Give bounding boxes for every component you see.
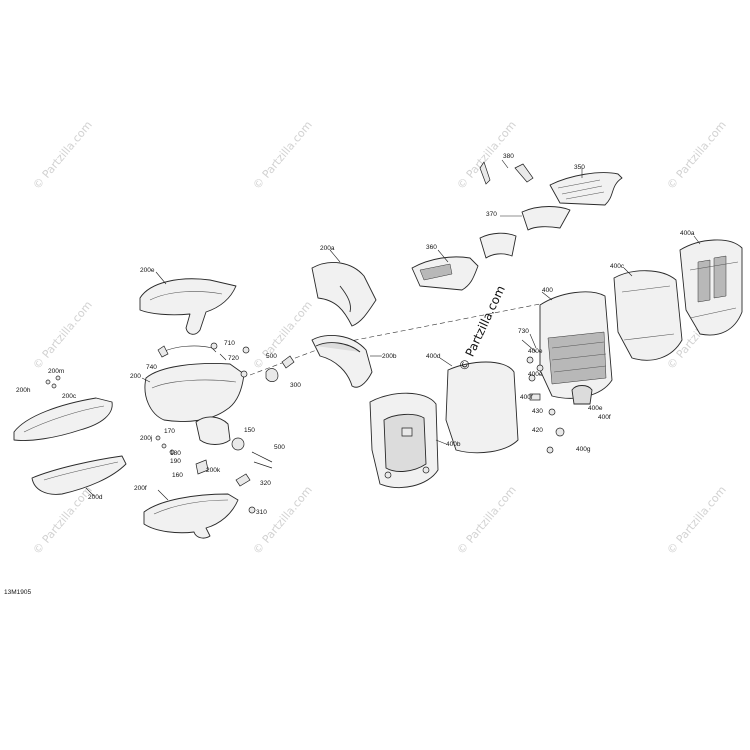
label-150: 150 [244, 427, 255, 434]
muffler-hardware[interactable] [521, 339, 565, 454]
label-160: 160 [172, 472, 183, 479]
label-400f-2: 400f [598, 414, 611, 421]
label-400d: 400d [426, 353, 441, 360]
part-370-shield[interactable] [479, 206, 571, 259]
label-710: 710 [224, 340, 235, 347]
part-380-clips[interactable] [479, 161, 534, 185]
label-400g: 400g [576, 446, 591, 453]
part-400c-muffler-shield[interactable] [613, 270, 683, 361]
part-200c-shield[interactable] [13, 397, 113, 441]
label-430: 430 [532, 408, 543, 415]
label-200e: 200e [140, 267, 155, 274]
part-200f-shield[interactable] [143, 493, 239, 539]
label-200c: 200c [62, 393, 77, 400]
watermark-tile: © Partzilla.com [250, 299, 315, 372]
watermark-tile: © Partzilla.com [664, 119, 729, 192]
label-400e-3: 400e [588, 405, 603, 412]
part-labels: 380 350 370 360 400a 400c 400 730 400e 4… [16, 153, 695, 516]
label-300: 300 [290, 382, 301, 389]
label-200f: 200f [134, 485, 147, 492]
label-400c: 400c [610, 263, 625, 270]
label-200j: 200j [140, 435, 152, 442]
part-200b-shield[interactable] [311, 334, 373, 388]
label-500-a: 500 [266, 353, 277, 360]
label-500-b: 500 [274, 444, 285, 451]
label-200k: 200k [206, 467, 221, 474]
label-310: 310 [256, 509, 267, 516]
label-190: 190 [170, 458, 181, 465]
label-200d: 200d [88, 494, 103, 501]
watermark-tile: © Partzilla.com [454, 484, 519, 557]
part-200d-shield[interactable] [31, 455, 127, 495]
label-360: 360 [426, 244, 437, 251]
label-350: 350 [574, 164, 585, 171]
watermark-tile: © Partzilla.com [30, 119, 95, 192]
label-400e-2: 400e [528, 371, 543, 378]
part-400b-muffler-cover[interactable] [369, 392, 439, 488]
watermark-main: © Partzilla.com [456, 283, 508, 373]
label-200m: 200m [48, 368, 64, 375]
label-380: 380 [503, 153, 514, 160]
part-710-pipe[interactable] [157, 342, 218, 358]
label-400b: 400b [446, 441, 461, 448]
part-200a-shield[interactable] [311, 261, 377, 327]
diagram-code: 13M1905 [4, 589, 31, 596]
label-400a: 400a [680, 230, 695, 237]
watermark-tile: © Partzilla.com [664, 484, 729, 557]
label-200b: 200b [382, 353, 397, 360]
label-720: 720 [228, 355, 239, 362]
part-300-clamp[interactable] [265, 355, 295, 382]
label-200h: 200h [16, 387, 31, 394]
part-200e-shield[interactable] [139, 278, 237, 335]
part-400a-muffler-shield[interactable] [679, 239, 743, 336]
left-hardware[interactable] [45, 346, 273, 514]
label-400e-1: 400e [528, 348, 543, 355]
part-200-muffler-pipe[interactable] [144, 363, 245, 451]
part-400-muffler[interactable] [539, 291, 613, 405]
label-200: 200 [130, 373, 141, 380]
label-420: 420 [532, 427, 543, 434]
part-400d-muffler-cover[interactable] [445, 361, 519, 454]
label-320: 320 [260, 480, 271, 487]
label-400f-1: 400f [520, 394, 533, 401]
leader-lines [85, 159, 701, 501]
label-730: 730 [518, 328, 529, 335]
label-170: 170 [164, 428, 175, 435]
watermark-tile: © Partzilla.com [30, 484, 95, 557]
label-370: 370 [486, 211, 497, 218]
label-200a: 200a [320, 245, 335, 252]
watermark-tile: © Partzilla.com [250, 484, 315, 557]
label-740: 740 [146, 364, 157, 371]
label-400: 400 [542, 287, 553, 294]
label-180: 180 [170, 450, 181, 457]
part-360-shield[interactable] [411, 256, 479, 291]
assembly-dash-line [329, 302, 546, 346]
watermark-tile: © Partzilla.com [250, 119, 315, 192]
part-350-shield[interactable] [549, 172, 623, 206]
watermark-tile: © Partzilla.com [30, 299, 95, 372]
